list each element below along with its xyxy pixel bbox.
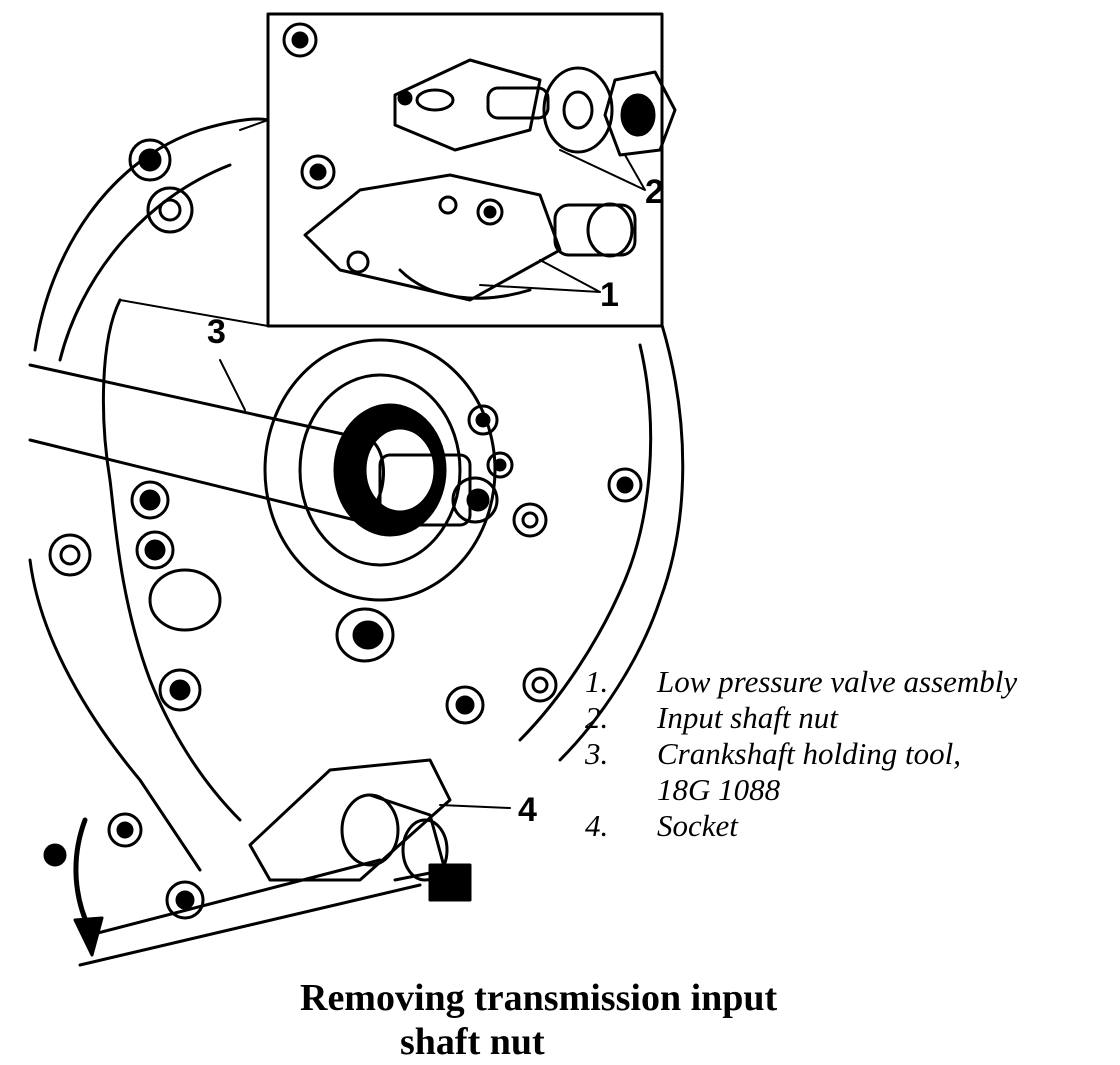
rotation-arrow bbox=[75, 820, 102, 955]
callout-leader-4 bbox=[440, 805, 510, 808]
callout-label-4: 4 bbox=[518, 791, 537, 829]
housing-inner-outline bbox=[60, 165, 651, 740]
inset-connector bbox=[120, 120, 268, 326]
figure-caption: Removing transmission input shaft nut bbox=[300, 976, 860, 1064]
upper-left-bolt bbox=[130, 140, 170, 180]
legend-item: 4. Socket bbox=[585, 808, 1105, 844]
right-side-bolts bbox=[337, 406, 641, 723]
input-shaft-nut bbox=[488, 68, 675, 155]
socket-assembly bbox=[80, 760, 470, 965]
callout-label-1: 1 bbox=[600, 276, 619, 314]
caption-line-2: shaft nut bbox=[400, 1021, 545, 1063]
holding-tool-bar bbox=[30, 365, 497, 525]
legend-item: 18G 1088 bbox=[585, 772, 1105, 808]
legend-number bbox=[585, 772, 657, 808]
legend-text: Crankshaft holding tool, bbox=[657, 736, 961, 771]
low-pressure-valve bbox=[305, 175, 635, 300]
callout-leader-3 bbox=[220, 360, 245, 410]
legend-text: Socket bbox=[657, 808, 738, 843]
callout-leader-1 bbox=[480, 260, 600, 292]
inset-detail bbox=[268, 14, 675, 326]
legend-text: 18G 1088 bbox=[657, 772, 781, 807]
upper-flange-hole bbox=[148, 188, 192, 232]
legend-number: 2. bbox=[585, 700, 609, 735]
caption-line-1: Removing transmission input bbox=[300, 977, 778, 1019]
callout-leader-2 bbox=[560, 150, 645, 190]
callout-label-2: 2 bbox=[645, 173, 664, 211]
legend-item: 2. Input shaft nut bbox=[585, 700, 1105, 736]
legend-text: Low pressure valve assembly bbox=[657, 664, 1018, 699]
legend-number: 1. bbox=[585, 664, 609, 699]
legend-number: 3. bbox=[585, 736, 609, 771]
callout-label-3: 3 bbox=[207, 313, 226, 351]
bottom-bolts bbox=[45, 814, 203, 918]
legend-text: Input shaft nut bbox=[657, 700, 838, 735]
legend-item: 1. Low pressure valve assembly bbox=[585, 664, 1105, 700]
legend-item: 3. Crankshaft holding tool, bbox=[585, 736, 1105, 772]
legend-number: 4. bbox=[585, 808, 609, 843]
left-side-bolts bbox=[50, 482, 220, 710]
legend: 1. Low pressure valve assembly 2. Input … bbox=[585, 664, 1105, 844]
